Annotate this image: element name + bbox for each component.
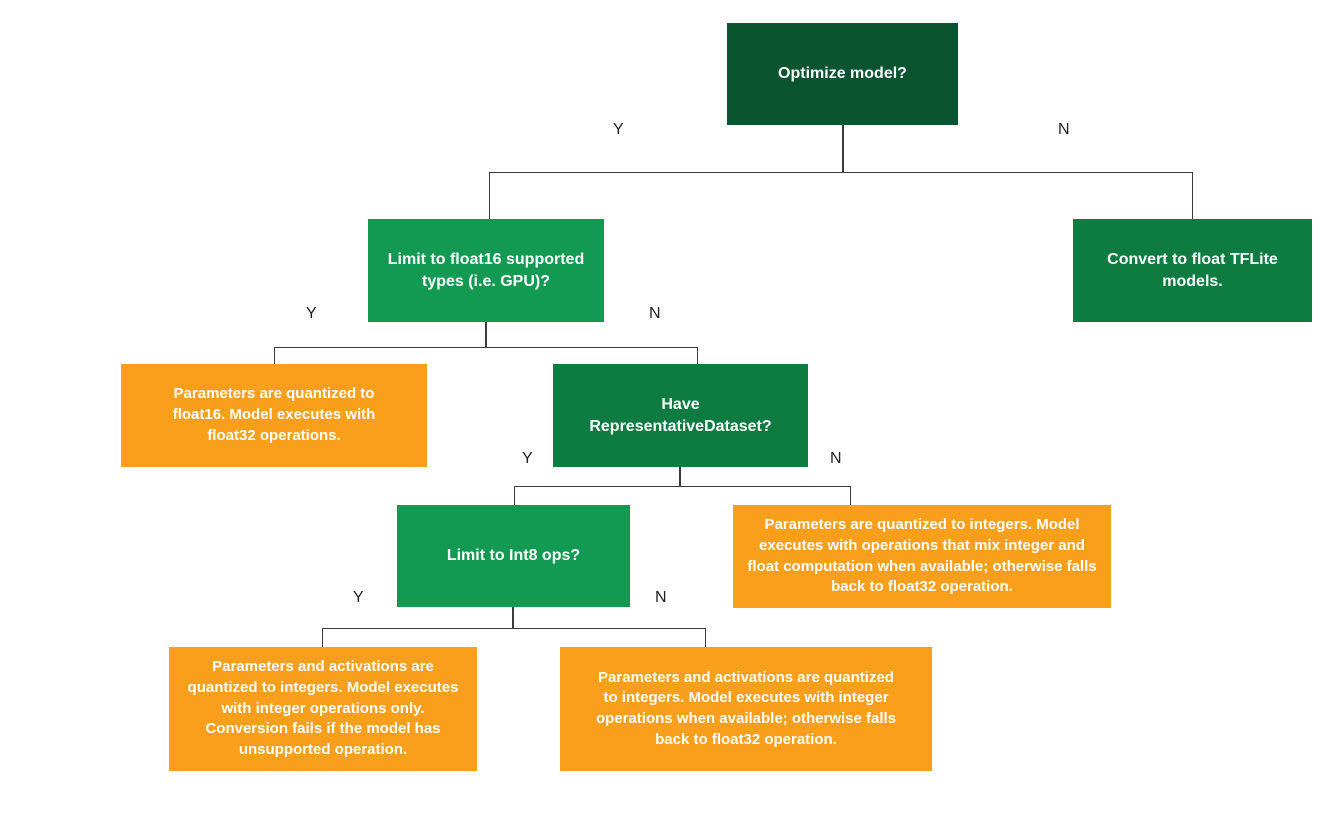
branch-label-j3-yes: Y: [522, 450, 533, 467]
branch-label-j4-yes: Y: [353, 589, 364, 606]
node-quantized-int-only-outcome: Parameters and activations are quantized…: [169, 647, 477, 771]
node-convert-float-tflite: Convert to float TFLite models.: [1073, 219, 1312, 322]
node-optimize-model-label: Optimize model?: [778, 65, 907, 83]
node-quantized-int-mixed-outcome: Parameters are quantized to integers. Mo…: [733, 505, 1111, 608]
connector-j1-drop-yes: [489, 172, 490, 219]
node-optimize-model: Optimize model?: [727, 23, 958, 125]
branch-label-j3-no: N: [830, 450, 842, 467]
connector-j1-horizontal: [489, 172, 1193, 173]
connector-j4-horizontal: [322, 628, 706, 629]
node-convert-float-tflite-label: Convert to float TFLite models.: [1107, 250, 1278, 290]
connector-j3-horizontal: [514, 486, 851, 487]
connector-j3-drop-yes: [514, 486, 515, 505]
node-have-representative-dataset: Have RepresentativeDataset?: [553, 364, 808, 467]
connector-j4-drop-no: [705, 628, 706, 647]
connector-j3-drop-no: [850, 486, 851, 505]
connector-j2-drop-yes: [274, 347, 275, 364]
node-quantized-int-mixed-outcome-label: Parameters are quantized to integers. Mo…: [747, 516, 1097, 596]
node-limit-float16-label: Limit to float16 supported types (i.e. G…: [387, 250, 585, 290]
connector-j1-drop-no: [1192, 172, 1193, 219]
node-quantized-int-fallback-outcome-label: Parameters and activations are quantized…: [595, 668, 897, 748]
node-quantized-float16-outcome-label: Parameters are quantized to float16. Mod…: [172, 385, 376, 444]
connector-j4-stem: [512, 607, 514, 628]
connector-j2-stem: [485, 322, 487, 347]
node-have-representative-dataset-label: Have RepresentativeDataset?: [589, 395, 772, 435]
node-limit-int8-ops: Limit to Int8 ops?: [397, 505, 630, 607]
branch-label-j1-no: N: [1058, 121, 1070, 138]
connector-j2-drop-no: [697, 347, 698, 364]
branch-label-j4-no: N: [655, 589, 667, 606]
connector-j4-drop-yes: [322, 628, 323, 647]
branch-label-j2-no: N: [649, 305, 661, 322]
connector-j1-stem: [842, 125, 844, 172]
branch-label-j2-yes: Y: [306, 305, 317, 322]
connector-j3-stem: [679, 467, 681, 486]
branch-label-j1-yes: Y: [613, 121, 624, 138]
node-quantized-float16-outcome: Parameters are quantized to float16. Mod…: [121, 364, 427, 467]
node-limit-float16: Limit to float16 supported types (i.e. G…: [368, 219, 604, 322]
node-limit-int8-ops-label: Limit to Int8 ops?: [446, 547, 581, 565]
node-quantized-int-only-outcome-label: Parameters and activations are quantized…: [187, 658, 459, 759]
node-quantized-int-fallback-outcome: Parameters and activations are quantized…: [560, 647, 932, 771]
connector-j2-horizontal: [274, 347, 698, 348]
